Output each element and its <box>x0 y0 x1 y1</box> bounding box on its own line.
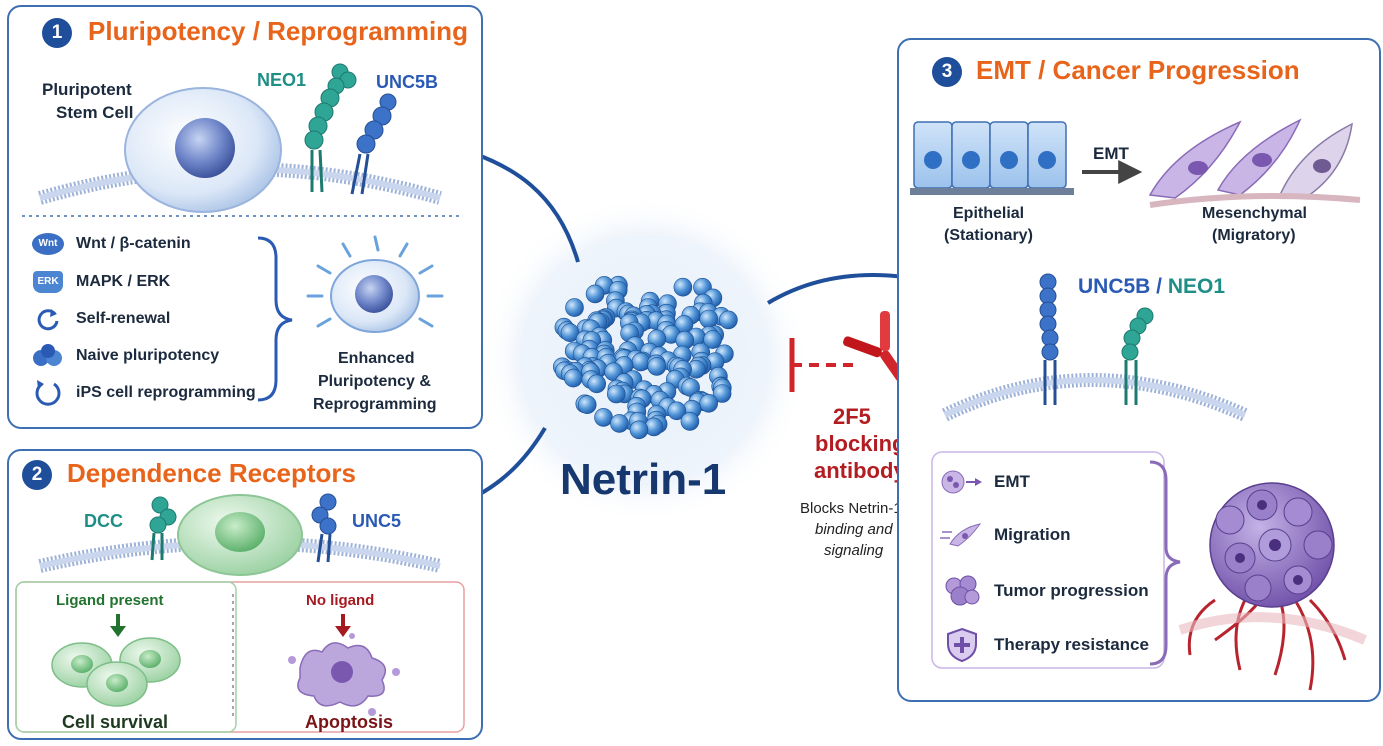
protein-bead <box>629 420 649 440</box>
panel2-number-badge: 2 <box>22 460 52 490</box>
protein-bead <box>719 310 738 330</box>
antibody-name-line2: blocking <box>815 431 906 456</box>
pathway-brace <box>257 236 293 402</box>
emt-arrow-label: EMT <box>1093 144 1129 163</box>
protein-bead <box>565 298 584 317</box>
protein-bead <box>647 357 667 376</box>
reprogramming-cycle-icon <box>28 378 68 408</box>
no-ligand-label: No ligand <box>306 592 375 609</box>
protein-bead <box>610 414 629 433</box>
panel-pluripotency <box>7 5 483 429</box>
down-arrow-red-icon <box>335 614 351 637</box>
netrin-1-title: Netrin-1 <box>560 455 727 504</box>
surviving-cells-graphic <box>51 637 181 707</box>
protein-bead <box>606 384 626 404</box>
protein-bead <box>585 284 605 304</box>
outcome-item: Migration <box>940 515 1071 555</box>
receptor-separator: / <box>1150 275 1168 298</box>
antibody-name-line3: antibody <box>814 458 906 483</box>
epithelial-label-line1: Epithelial <box>953 205 1025 222</box>
outcome-label: Therapy resistance <box>994 635 1149 654</box>
tumor-with-vessels-graphic <box>1178 482 1367 691</box>
protein-bead <box>703 330 722 349</box>
tumor-icon <box>940 573 984 609</box>
pathway-label: MAPK / ERK <box>76 273 171 290</box>
protein-bead <box>673 277 693 297</box>
ligand-present-label: Ligand present <box>56 592 164 609</box>
neo1-label: NEO1 <box>1167 275 1226 298</box>
outcome-label: Migration <box>994 525 1071 544</box>
self-renewal-icon <box>28 304 68 334</box>
erk-icon: ERK <box>28 267 68 297</box>
protein-bead <box>712 384 732 403</box>
pathway-label: iPS cell reprogramming <box>76 384 256 401</box>
unc5-label: UNC5 <box>352 511 402 531</box>
pathway-item: Self-renewal <box>28 302 170 336</box>
protein-bead <box>680 412 700 431</box>
apoptosis-label: Apoptosis <box>305 712 393 732</box>
outcome-item: Therapy resistance <box>940 625 1149 665</box>
panel3-unc5b-receptor-graphic <box>1039 273 1059 405</box>
protein-bead <box>699 393 719 413</box>
unc5b-label: UNC5B <box>1078 275 1151 298</box>
cell-cluster-icon <box>28 341 68 371</box>
outcome-item: EMT <box>940 462 1030 502</box>
panel1-number-badge: 1 <box>42 18 72 48</box>
receptor-pair-label: UNC5B / NEO1 <box>1078 275 1225 299</box>
pathway-label: Self-renewal <box>76 310 171 327</box>
outcome-line2: Pluripotency & <box>318 373 431 390</box>
outcome-label: Tumor progression <box>994 581 1149 600</box>
unc5b-receptor-graphic <box>350 93 397 195</box>
outcome-line1: Enhanced <box>338 350 415 367</box>
protein-bead <box>577 395 597 415</box>
unc5-receptor-graphic <box>311 493 337 563</box>
dcc-receptor-graphic <box>149 496 177 561</box>
stem-cell-label-line2: Stem Cell <box>56 103 134 122</box>
outcome-brace <box>1149 460 1181 666</box>
wnt-icon: Wnt <box>28 229 68 259</box>
migration-cell-icon <box>940 517 984 553</box>
panel2-title: Dependence Receptors <box>67 458 356 488</box>
panel3-neo1-receptor-graphic <box>1121 307 1154 405</box>
down-arrow-green-icon <box>110 614 126 637</box>
pathway-item: iPS cell reprogramming <box>28 376 256 410</box>
stem-cell-label-line1: Pluripotent <box>42 80 132 99</box>
shield-plus-icon <box>940 627 984 663</box>
antibody-name-line1: 2F5 <box>833 404 871 429</box>
pathway-item: ERK MAPK / ERK <box>28 265 170 299</box>
mesenchymal-label-line2: (Migratory) <box>1212 227 1296 244</box>
outcome-label: EMT <box>994 472 1030 491</box>
outcome-item: Tumor progression <box>940 571 1149 611</box>
neo1-receptor-graphic <box>304 63 357 193</box>
neo1-label: NEO1 <box>257 70 307 90</box>
antibody-desc-line3: signaling <box>824 542 884 559</box>
pathway-item: Naive pluripotency <box>28 339 219 373</box>
pathway-label: Naive pluripotency <box>76 347 220 364</box>
panel1-title: Pluripotency / Reprogramming <box>88 16 468 46</box>
antibody-desc-line1: Blocks Netrin-1 <box>800 500 902 517</box>
panel3-number-badge: 3 <box>932 57 962 87</box>
protein-bead <box>587 374 607 394</box>
outcome-line3: Reprogramming <box>313 396 437 413</box>
unc5b-label: UNC5B <box>376 72 439 92</box>
enhanced-cell-glow-graphic <box>306 235 444 328</box>
epithelial-cells-graphic <box>910 121 1074 195</box>
mesenchymal-cells-graphic <box>1148 118 1361 208</box>
dcc-label: DCC <box>84 511 123 531</box>
antibody-desc-line2: binding and <box>815 521 893 538</box>
protein-bead <box>667 401 687 421</box>
cell-survival-label: Cell survival <box>62 712 169 732</box>
emt-cells-icon <box>940 464 984 500</box>
mesenchymal-label-line1: Mesenchymal <box>1202 205 1307 222</box>
apoptotic-cell-graphic <box>288 633 400 716</box>
epithelial-label-line2: (Stationary) <box>944 227 1033 244</box>
panel3-title: EMT / Cancer Progression <box>976 55 1300 85</box>
pathway-label: Wnt / β-catenin <box>76 235 191 252</box>
pathway-item: Wnt Wnt / β-catenin <box>28 227 191 261</box>
